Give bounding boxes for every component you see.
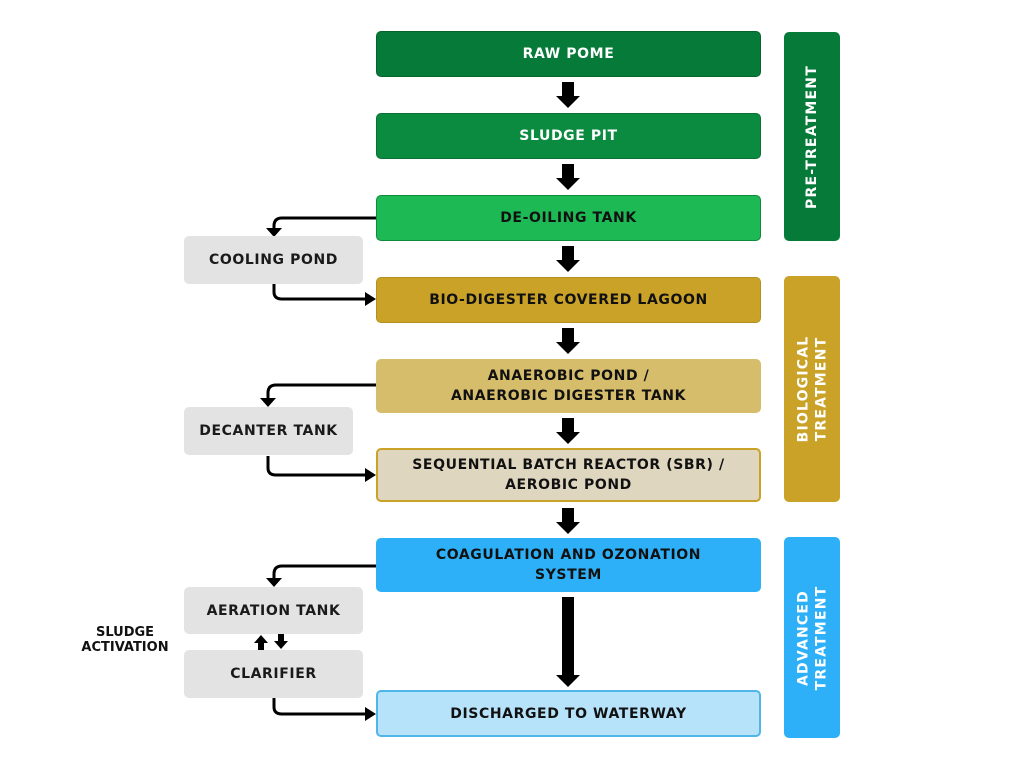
down-arrow [556,82,580,108]
branch-line-to-cooling-pond [272,216,376,230]
side-label: AERATION TANK [206,602,341,619]
step-bio-digester-covered-lagoon: BIO-DIGESTER COVERED LAGOON [376,277,761,323]
down-arrow [556,418,580,444]
side-cooling-pond: COOLING POND [184,236,363,284]
long-down-arrow [556,597,580,687]
phase-pre-treatment: PRE-TREATMENT [784,32,840,241]
step-de-oiling-tank: DE-OILING TANK [376,195,761,241]
step-label: DISCHARGED TO WATERWAY [450,705,687,722]
step-label: RAW POME [522,46,615,62]
phase-biological-treatment: BIOLOGICAL TREATMENT [784,276,840,502]
step-label: BIO-DIGESTER COVERED LAGOON [429,292,708,308]
step-discharged-to-waterway: DISCHARGED TO WATERWAY [376,690,761,737]
up-arrow-small [254,635,268,651]
branch-line-to-aeration [272,564,376,580]
step-anaerobic-pond: ANAEROBIC POND / ANAEROBIC DIGESTER TANK [376,359,761,413]
sludge-activation-label: SLUDGE ACTIVATION [81,625,169,655]
step-coagulation-ozonation: COAGULATION AND OZONATION SYSTEM [376,538,761,592]
step-label: COAGULATION AND OZONATION SYSTEM [435,547,702,583]
arrow-head [365,292,376,306]
side-decanter-tank: DECANTER TANK [184,407,353,455]
step-label: SEQUENTIAL BATCH REACTOR (SBR) / AEROBIC… [412,457,725,493]
side-label: COOLING POND [209,252,338,268]
phase-label: ADVANCED TREATMENT [795,585,830,690]
step-sbr-aerobic-pond: SEQUENTIAL BATCH REACTOR (SBR) / AEROBIC… [376,448,761,502]
side-label: CLARIFIER [230,666,317,682]
side-label: DECANTER TANK [199,423,338,439]
branch-line-from-decanter [266,456,366,477]
branch-line-to-decanter [266,383,376,400]
arrow-head [266,228,282,237]
step-label: SLUDGE PIT [519,128,618,144]
arrow-head [365,468,376,482]
arrow-head [266,578,282,587]
step-raw-pome: RAW POME [376,31,761,77]
down-arrow [556,246,580,272]
arrow-head [260,398,276,407]
side-clarifier: CLARIFIER [184,650,363,698]
arrow-head [365,707,376,721]
phase-label: PRE-TREATMENT [804,64,821,209]
step-sludge-pit: SLUDGE PIT [376,113,761,159]
phase-label: BIOLOGICAL TREATMENT [795,335,829,443]
down-arrow [556,508,580,534]
down-arrow [556,328,580,354]
down-arrow-small [274,633,288,649]
branch-line-from-cooling-pond [272,284,366,301]
phase-advanced-treatment: ADVANCED TREATMENT [784,537,840,738]
step-label: ANAEROBIC POND / ANAEROBIC DIGESTER TANK [450,368,687,404]
step-label: DE-OILING TANK [500,210,637,226]
down-arrow [556,164,580,190]
branch-line-from-clarifier [272,698,366,716]
side-aeration-tank: AERATION TANK [184,587,363,634]
